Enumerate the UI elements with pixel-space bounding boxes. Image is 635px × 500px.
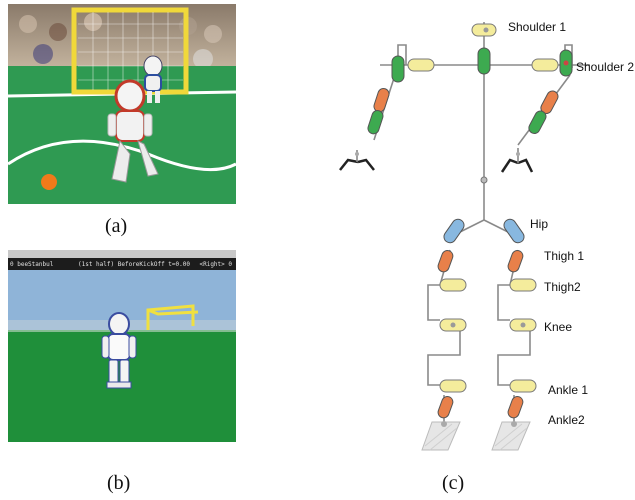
joint-right-forearm-icon xyxy=(528,110,547,134)
joint-thigh1-right-icon xyxy=(507,250,524,273)
soccer-photo-illustration xyxy=(7,4,237,204)
skeleton-lines xyxy=(373,22,590,423)
joint-thigh2-left-icon xyxy=(439,278,467,292)
label-shoulder1: Shoulder 1 xyxy=(508,20,566,34)
left-gripper-icon xyxy=(339,158,375,171)
sim-status-right: <Right> 0 xyxy=(199,261,232,268)
joint-shoulder1-icon xyxy=(471,23,497,37)
label-thigh2: Thigh2 xyxy=(544,280,581,294)
simulator-screenshot: 0 beeStanbul (1st half) BeforeKickOff t=… xyxy=(8,250,236,442)
right-foot-icon xyxy=(491,421,531,451)
label-ankle1: Ankle 1 xyxy=(548,383,588,397)
joint-ankle2-left-icon xyxy=(437,396,454,419)
joint-knee-left-icon xyxy=(439,318,467,332)
label-ankle2: Ankle2 xyxy=(548,413,585,427)
blue-robot-icon xyxy=(143,55,163,103)
joint-thigh1-left-icon xyxy=(437,250,454,273)
sim-status-bar: 0 beeStanbul (1st half) BeforeKickOff t=… xyxy=(10,259,234,270)
joint-spine-icon xyxy=(477,47,491,75)
photo-real-robot-soccer xyxy=(7,4,237,204)
joint-hip-right-icon xyxy=(503,218,525,244)
caption-c: (c) xyxy=(442,472,465,494)
caption-b: (b) xyxy=(107,472,131,494)
sim-status-left: 0 beeStanbul xyxy=(10,261,54,268)
joint-thigh2-right-icon xyxy=(509,278,537,292)
joint-left-shoulder-icon xyxy=(407,58,435,72)
left-foot-icon xyxy=(421,421,461,451)
label-shoulder2: Shoulder 2 xyxy=(576,60,634,74)
caption-a: (a) xyxy=(105,215,128,237)
joint-skeleton-svg: Shoulder 1 Shoulder 2 Hip Thigh 1 Thigh2… xyxy=(339,20,634,451)
joint-ankle1-right-icon xyxy=(509,379,537,393)
label-knee: Knee xyxy=(544,320,572,334)
joint-knee-right-icon xyxy=(509,318,537,332)
red-robot-icon xyxy=(107,79,159,183)
joint-left-elbow-icon xyxy=(373,87,390,113)
right-gripper-icon xyxy=(500,158,534,173)
sim-status-mid: (1st half) BeforeKickOff t=0.00 xyxy=(78,261,190,268)
joint-left-forearm-icon xyxy=(367,109,384,135)
joint-ankle2-right-icon xyxy=(507,396,524,419)
joint-ankle1-left-icon xyxy=(439,379,467,393)
joint-hip-left-icon xyxy=(443,218,465,244)
ball-icon xyxy=(41,174,57,190)
label-thigh1: Thigh 1 xyxy=(544,249,584,263)
sim-robot-icon xyxy=(101,312,137,389)
joint-right-shoulder-icon xyxy=(531,58,559,72)
joint-left-upperarm-icon xyxy=(391,55,405,83)
joint-diagram: Shoulder 1 Shoulder 2 Hip Thigh 1 Thigh2… xyxy=(320,10,635,460)
label-hip: Hip xyxy=(530,217,548,231)
goal-icon xyxy=(146,304,199,330)
